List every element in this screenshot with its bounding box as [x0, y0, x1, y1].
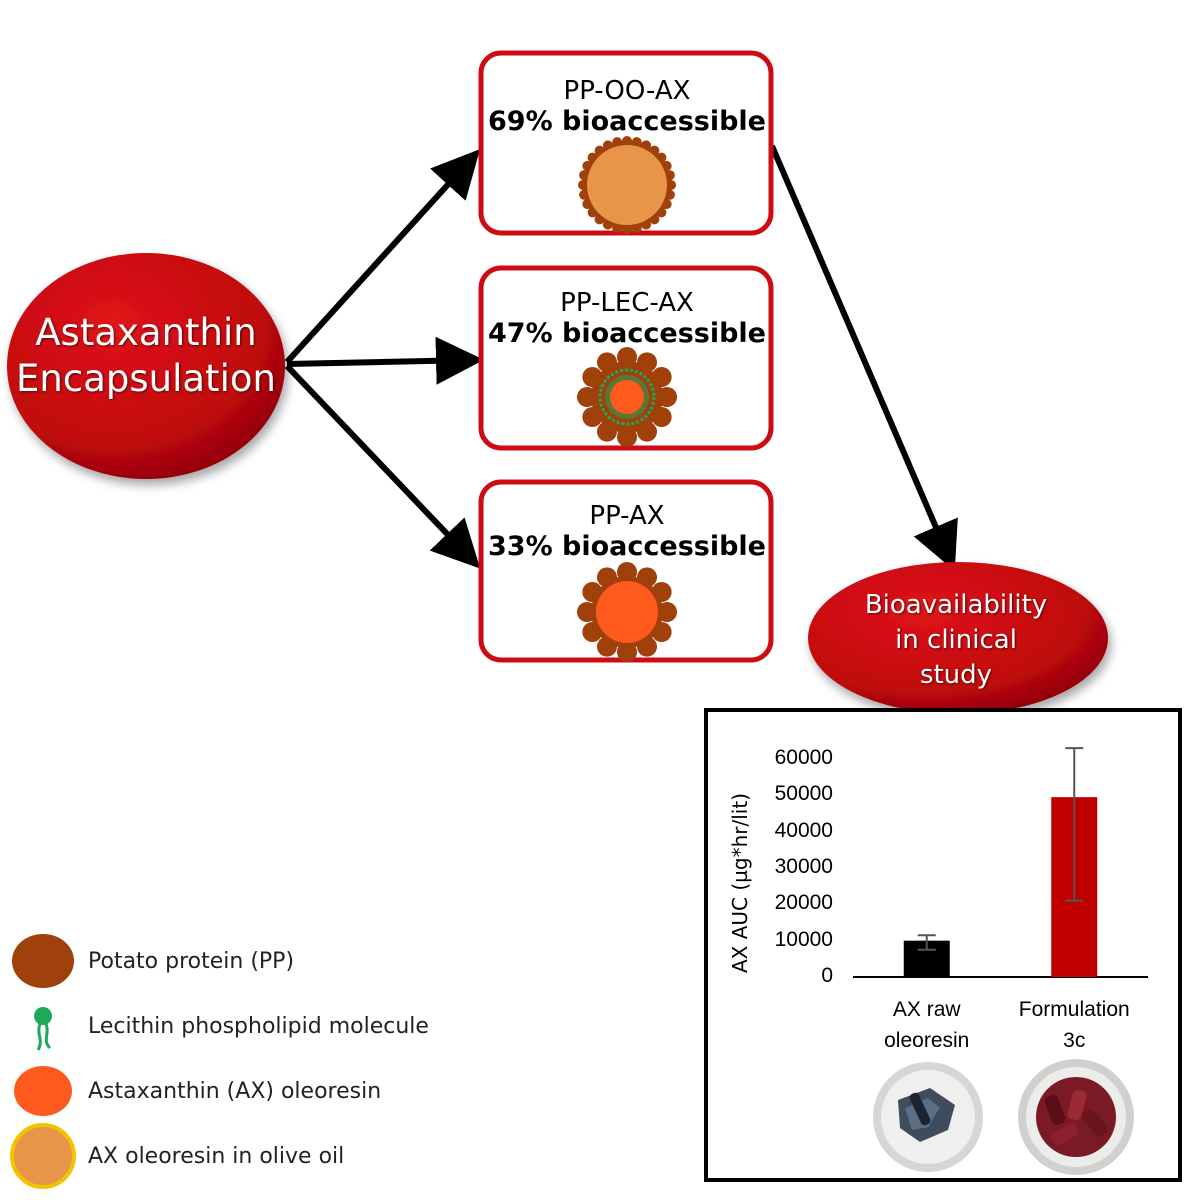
- pp-oo-ax-bioaccessibility: 69% bioaccessible: [488, 106, 766, 137]
- phospholipid-icon: [34, 1007, 52, 1051]
- legend-label-phospholipid: Lecithin phospholipid molecule: [88, 1014, 429, 1039]
- target-node-label: Bioavailability in clinical study: [840, 588, 1072, 693]
- pp-lec-ax-bioaccessibility: 47% bioaccessible: [488, 318, 766, 349]
- pp-oo-ax-name: PP-OO-AX: [563, 76, 691, 106]
- y-tick-label: 50000: [774, 782, 833, 806]
- y-tick-label: 60000: [774, 746, 833, 769]
- pp-oo-ax-particle-icon: [578, 136, 676, 234]
- formulation-3c-photo: [1018, 1059, 1134, 1175]
- pp-ax-name: PP-AX: [589, 501, 665, 531]
- oleoresin-icon: [14, 1066, 72, 1116]
- pp-ax-bioaccessibility: 33% bioaccessible: [488, 531, 766, 562]
- chart-error-bar: [917, 934, 936, 951]
- arrow-to-bioavailability: [769, 144, 958, 572]
- arrow-to-pp-lec-ax: [286, 336, 484, 385]
- astaxanthin-encapsulation-node: [7, 253, 285, 479]
- y-tick-label: 0: [821, 964, 833, 987]
- y-tick-label: 20000: [774, 891, 833, 915]
- target-node-line2: in clinical: [895, 625, 1017, 655]
- y-tick-label: 10000: [774, 927, 833, 951]
- target-node-line1: Bioavailability: [864, 590, 1048, 620]
- target-node-line3: study: [919, 660, 993, 690]
- pp-ax-particle-icon: [577, 562, 677, 662]
- legend-label-olive-oil: AX oleoresin in olive oil: [88, 1144, 345, 1169]
- pp-oo-ax-label: PP-OO-AX 69% bioaccessible: [481, 76, 773, 137]
- flow-arrows: [284, 144, 958, 572]
- source-node-line2: Encapsulation: [16, 357, 276, 400]
- bioavailability-chart: [853, 747, 1148, 978]
- potato-protein-icon: [12, 934, 74, 988]
- pp-ax-label: PP-AX 33% bioaccessible: [481, 501, 773, 562]
- arrow-to-pp-ax: [284, 363, 481, 569]
- legend-label-oleoresin: Astaxanthin (AX) oleoresin: [88, 1079, 382, 1104]
- y-tick-label: 30000: [774, 855, 833, 878]
- source-node-line1: Astaxanthin: [35, 311, 257, 354]
- ax-raw-oleoresin-photo: [873, 1062, 983, 1172]
- source-node-label: Astaxanthin Encapsulation: [16, 310, 276, 402]
- pp-lec-ax-particle-icon: [577, 347, 677, 447]
- olive-oil-oleoresin-icon: [10, 1123, 76, 1189]
- chart-y-axis-title: AX AUC (µg*hr/lit): [728, 793, 752, 973]
- bioavailability-node: [808, 562, 1108, 714]
- chart-error-bar: [1065, 747, 1084, 902]
- pp-lec-ax-label: PP-LEC-AX 47% bioaccessible: [481, 288, 773, 349]
- arrow-to-pp-oo-ax: [284, 149, 481, 365]
- y-tick-label: 40000: [774, 818, 833, 842]
- pp-lec-ax-name: PP-LEC-AX: [560, 288, 694, 318]
- legend-label-potato-protein: Potato protein (PP): [88, 949, 295, 974]
